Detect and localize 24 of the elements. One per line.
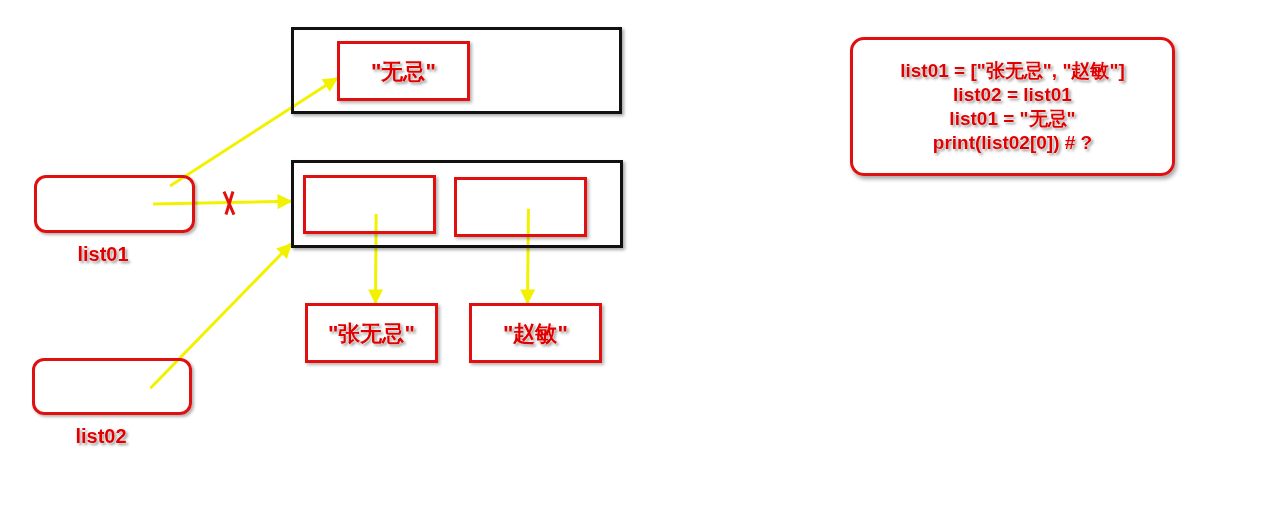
- variable-label: list02: [75, 424, 127, 449]
- string-value: "张无忌": [328, 319, 415, 348]
- code-box: [850, 37, 1175, 176]
- code-line: list02 = list01: [953, 82, 1072, 107]
- string-box: [337, 41, 470, 101]
- code-line: list01 = ["张无忌", "赵敏"]: [900, 58, 1125, 83]
- string-value: "赵敏": [503, 319, 568, 348]
- arrow: [368, 213, 384, 305]
- code-line: print(list02[0]) # ?: [932, 130, 1093, 155]
- arrow: [149, 242, 293, 390]
- code-line: list01 = "无忌": [949, 106, 1076, 131]
- arrow: [153, 194, 293, 210]
- arrow: [169, 76, 339, 188]
- string-box: [305, 303, 438, 363]
- variable-label: list01: [77, 242, 129, 267]
- object-frame: [291, 160, 623, 248]
- string-box: [469, 303, 602, 363]
- variable-box: [32, 358, 192, 415]
- variable-box: [34, 175, 195, 233]
- string-value: "无忌": [371, 57, 436, 86]
- list-slot: [303, 175, 436, 234]
- list-slot: [454, 177, 587, 237]
- object-frame: [291, 27, 622, 114]
- arrow: [520, 208, 536, 305]
